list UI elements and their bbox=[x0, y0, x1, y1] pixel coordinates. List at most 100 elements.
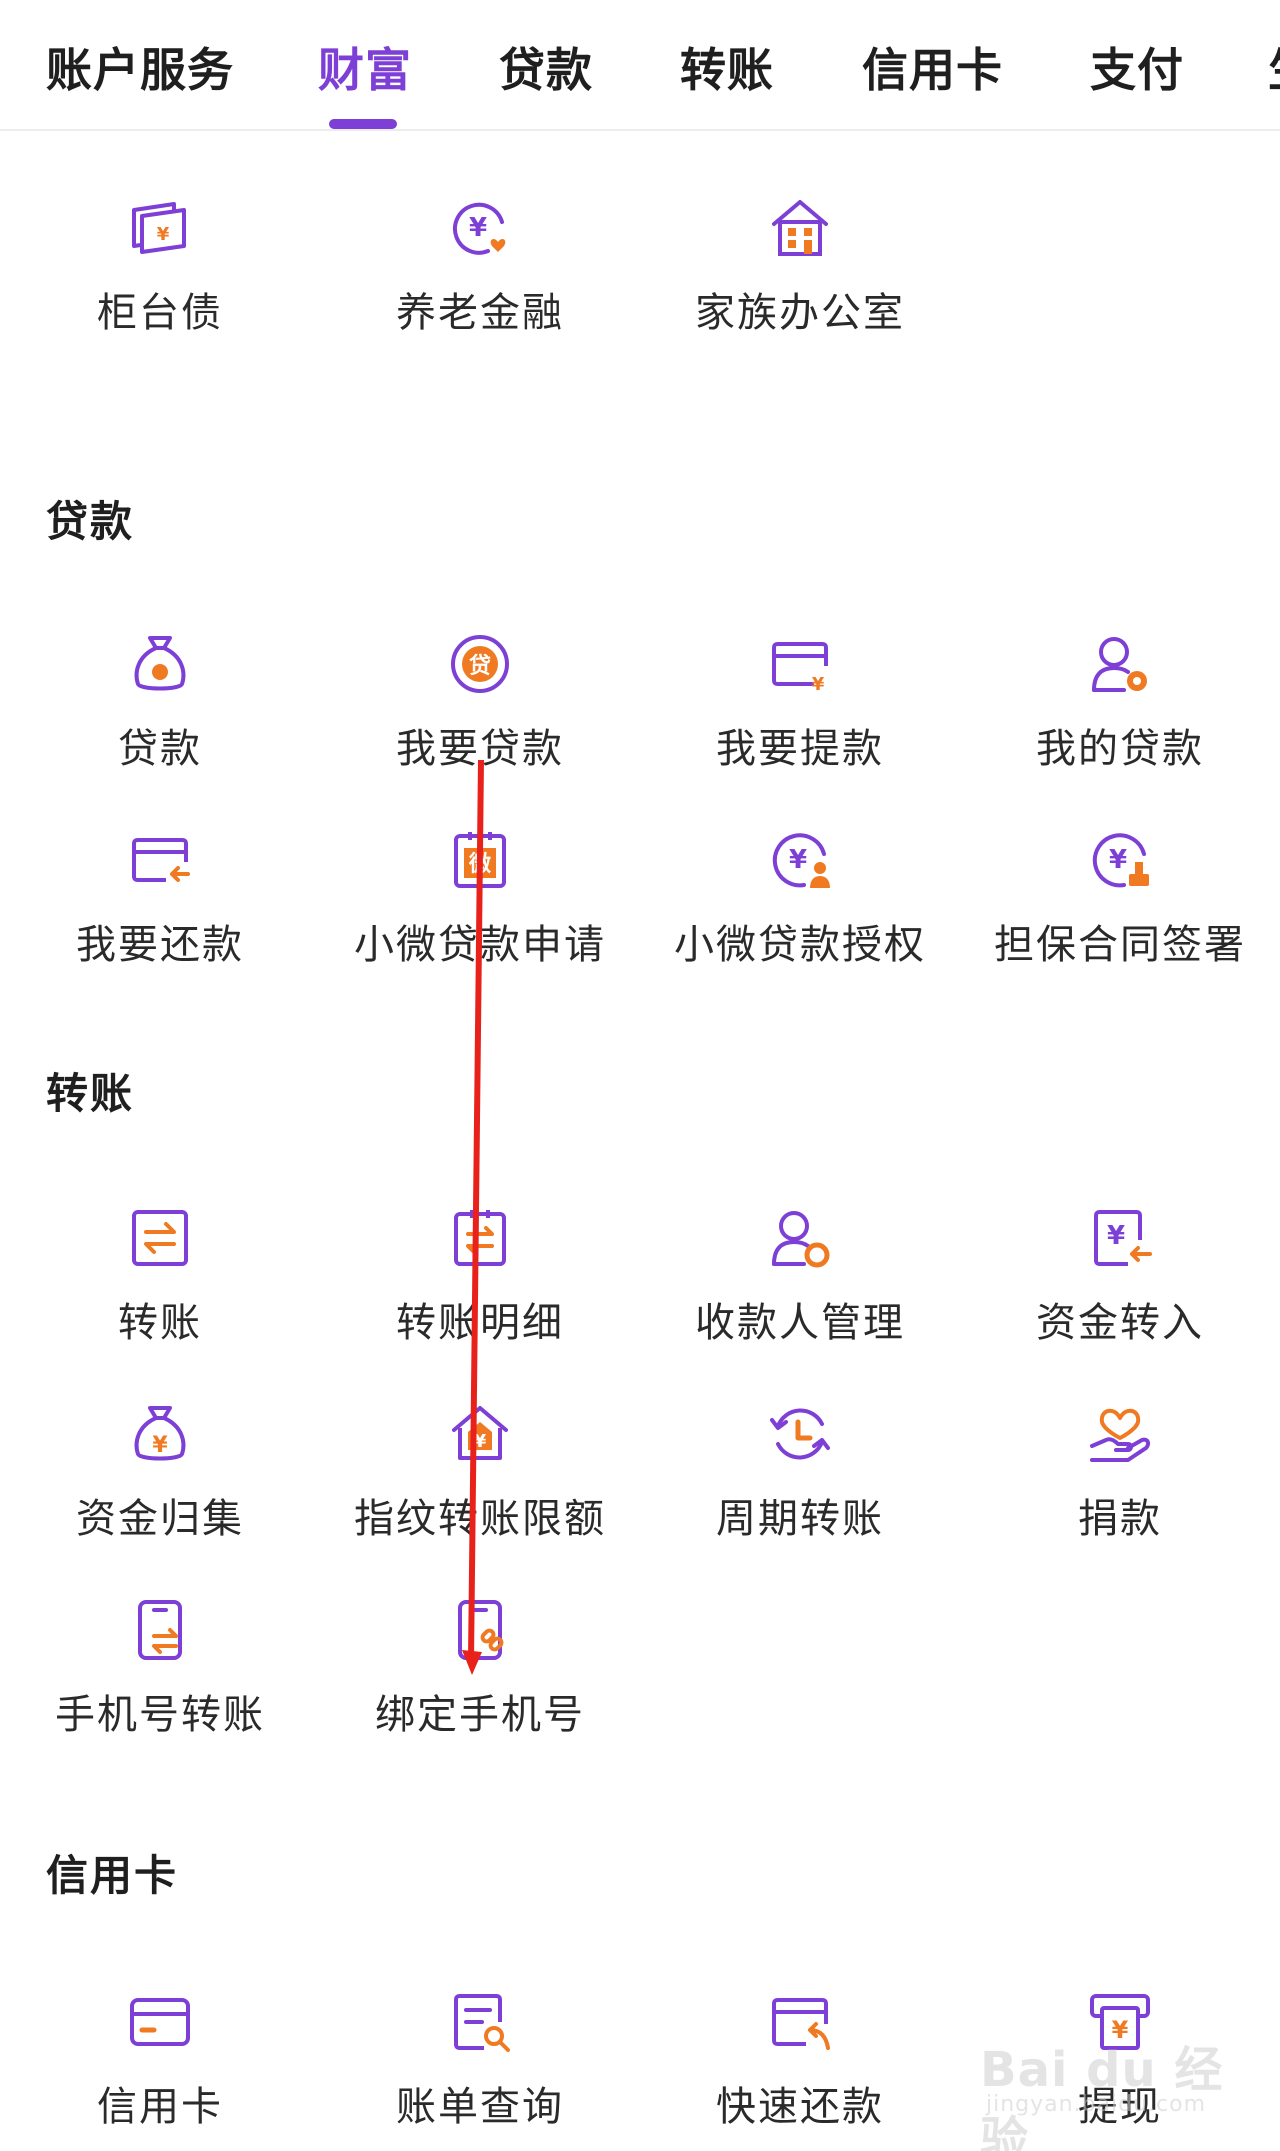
svg-text:¥: ¥ bbox=[812, 674, 825, 695]
svg-text:¥: ¥ bbox=[1107, 1221, 1125, 1251]
svg-text:微: 微 bbox=[468, 851, 491, 877]
grid-item-label: 我要提款 bbox=[716, 726, 884, 772]
section-title-loan: 贷款 bbox=[46, 497, 135, 546]
grid-item-quick-repay[interactable]: 快速还款 bbox=[640, 1990, 960, 2151]
grid-item-label: 家族办公室 bbox=[695, 290, 905, 336]
grid-item-label: 绑定手机号 bbox=[375, 1692, 585, 1738]
grid-item-repay[interactable]: 我要还款 bbox=[0, 828, 320, 998]
grid-item-fund-collection[interactable]: ¥ 资金归集 bbox=[0, 1402, 320, 1572]
grid-item-guarantee-contract[interactable]: ¥ 担保合同签署 bbox=[960, 828, 1280, 998]
card-return-icon bbox=[128, 828, 192, 892]
grid-item-label: 小微贷款授权 bbox=[674, 922, 926, 968]
grid-item-micro-loan-auth[interactable]: ¥ 小微贷款授权 bbox=[640, 828, 960, 998]
grid-item-label: 资金归集 bbox=[76, 1496, 244, 1542]
cycle-clock-icon bbox=[768, 1402, 832, 1466]
grid-item-micro-loan-apply[interactable]: 微 小微贷款申请 bbox=[320, 828, 640, 998]
grid-item-label: 收款人管理 bbox=[695, 1300, 905, 1346]
user-coin-icon bbox=[1088, 632, 1152, 696]
transfer-clipboard-icon bbox=[448, 1206, 512, 1270]
house-building-icon bbox=[768, 196, 832, 260]
grid-item-label: 信用卡 bbox=[97, 2084, 223, 2130]
money-bag-yuan-icon: ¥ bbox=[128, 1402, 192, 1466]
grid-item-bind-phone[interactable]: 绑定手机号 bbox=[320, 1598, 640, 1768]
card-repay-icon bbox=[768, 1990, 832, 2054]
atm-yuan-icon: ¥ bbox=[1088, 1990, 1152, 2054]
grid-item-payee-management[interactable]: 收款人管理 bbox=[640, 1206, 960, 1376]
tab-credit-card[interactable]: 信用卡 bbox=[862, 43, 1003, 97]
bill-search-icon bbox=[448, 1990, 512, 2054]
watermark-url-text: jingyan.baidu.com bbox=[986, 2092, 1207, 2117]
credit-card-icon bbox=[128, 1990, 192, 2054]
svg-text:¥: ¥ bbox=[469, 213, 487, 243]
grid-item-label: 捐款 bbox=[1078, 1496, 1162, 1542]
grid-item-loan[interactable]: 贷款 bbox=[0, 632, 320, 802]
house-yuan-icon: ¥ bbox=[448, 1402, 512, 1466]
phone-link-icon bbox=[448, 1598, 512, 1662]
grid-item-cash-withdraw[interactable]: ¥ 提现 bbox=[960, 1990, 1280, 2151]
grid-item-label: 快速还款 bbox=[716, 2084, 884, 2130]
tab-loan[interactable]: 贷款 bbox=[499, 43, 593, 97]
yuan-stamp-icon: ¥ bbox=[1088, 828, 1152, 892]
svg-text:¥: ¥ bbox=[474, 1431, 487, 1452]
grid-item-credit-card[interactable]: 信用卡 bbox=[0, 1990, 320, 2151]
grid-item-label: 手机号转账 bbox=[55, 1692, 265, 1738]
transfer-arrows-icon bbox=[128, 1206, 192, 1270]
grid-item-label: 账单查询 bbox=[396, 2084, 564, 2130]
tab-transfer[interactable]: 转账 bbox=[680, 43, 774, 97]
grid-item-my-loan[interactable]: 我的贷款 bbox=[960, 632, 1280, 802]
grid-item-fund-transfer-in[interactable]: ¥ 资金转入 bbox=[960, 1206, 1280, 1376]
grid-item-label: 担保合同签署 bbox=[994, 922, 1246, 968]
grid-item-label: 提现 bbox=[1078, 2084, 1162, 2130]
grid-item-label: 指纹转账限额 bbox=[354, 1496, 606, 1542]
svg-text:¥: ¥ bbox=[1109, 845, 1127, 875]
grid-item-label: 资金转入 bbox=[1036, 1300, 1204, 1346]
grid-item-transfer-detail[interactable]: 转账明细 bbox=[320, 1206, 640, 1376]
grid-item-donation[interactable]: 捐款 bbox=[960, 1402, 1280, 1572]
grid-item-label: 转账 bbox=[118, 1300, 202, 1346]
category-tab-bar: 账户服务 财富 贷款 转账 信用卡 支付 生 bbox=[0, 0, 1280, 131]
grid-item-pension-finance[interactable]: ¥ 养老金融 bbox=[320, 196, 640, 366]
banknote-yuan-icon: ¥ bbox=[128, 196, 192, 260]
micro-document-icon: 微 bbox=[448, 828, 512, 892]
tab-wealth[interactable]: 财富 bbox=[318, 43, 412, 97]
tab-payment[interactable]: 支付 bbox=[1090, 43, 1184, 97]
grid-item-label: 我的贷款 bbox=[1036, 726, 1204, 772]
grid-item-bill-query[interactable]: 账单查询 bbox=[320, 1990, 640, 2151]
section-title-credit-card: 信用卡 bbox=[46, 1851, 179, 1900]
grid-item-family-office[interactable]: 家族办公室 bbox=[640, 196, 960, 366]
grid-item-transfer[interactable]: 转账 bbox=[0, 1206, 320, 1376]
tab-account-services[interactable]: 账户服务 bbox=[46, 43, 234, 97]
hand-heart-icon bbox=[1088, 1402, 1152, 1466]
card-yuan-icon: ¥ bbox=[768, 632, 832, 696]
grid-item-withdraw[interactable]: ¥ 我要提款 bbox=[640, 632, 960, 802]
grid-item-periodic-transfer[interactable]: 周期转账 bbox=[640, 1402, 960, 1572]
payee-user-icon bbox=[768, 1206, 832, 1270]
grid-item-label: 养老金融 bbox=[396, 290, 564, 336]
grid-item-label: 周期转账 bbox=[716, 1496, 884, 1542]
yuan-doc-in-icon: ¥ bbox=[1088, 1206, 1152, 1270]
grid-item-label: 我要还款 bbox=[76, 922, 244, 968]
grid-item-phone-transfer[interactable]: 手机号转账 bbox=[0, 1598, 320, 1768]
grid-item-label: 柜台债 bbox=[97, 290, 223, 336]
grid-item-counter-bond[interactable]: ¥ 柜台债 bbox=[0, 196, 320, 366]
money-bag-icon bbox=[128, 632, 192, 696]
grid-item-apply-loan[interactable]: 贷 我要贷款 bbox=[320, 632, 640, 802]
svg-text:贷: 贷 bbox=[469, 653, 491, 679]
yuan-person-icon: ¥ bbox=[768, 828, 832, 892]
watermark-main-text: Bai du 经验 bbox=[980, 2042, 1224, 2151]
phone-transfer-icon bbox=[128, 1598, 192, 1662]
section-title-transfer: 转账 bbox=[46, 1069, 135, 1118]
baidu-jingyan-watermark: Bai du 经验 jingyan.baidu.com bbox=[980, 2030, 1250, 2151]
tab-life-partial[interactable]: 生 bbox=[1268, 34, 1280, 100]
active-tab-indicator bbox=[329, 119, 397, 129]
svg-text:¥: ¥ bbox=[1112, 2016, 1129, 2044]
grid-item-fingerprint-limit[interactable]: ¥ 指纹转账限额 bbox=[320, 1402, 640, 1572]
grid-item-label: 贷款 bbox=[118, 726, 202, 772]
svg-text:¥: ¥ bbox=[157, 224, 170, 245]
grid-item-label: 转账明细 bbox=[396, 1300, 564, 1346]
svg-text:¥: ¥ bbox=[152, 1433, 168, 1458]
svg-text:¥: ¥ bbox=[789, 845, 807, 875]
grid-item-label: 我要贷款 bbox=[396, 726, 564, 772]
grid-item-label: 小微贷款申请 bbox=[354, 922, 606, 968]
yuan-heart-circle-icon: ¥ bbox=[448, 196, 512, 260]
